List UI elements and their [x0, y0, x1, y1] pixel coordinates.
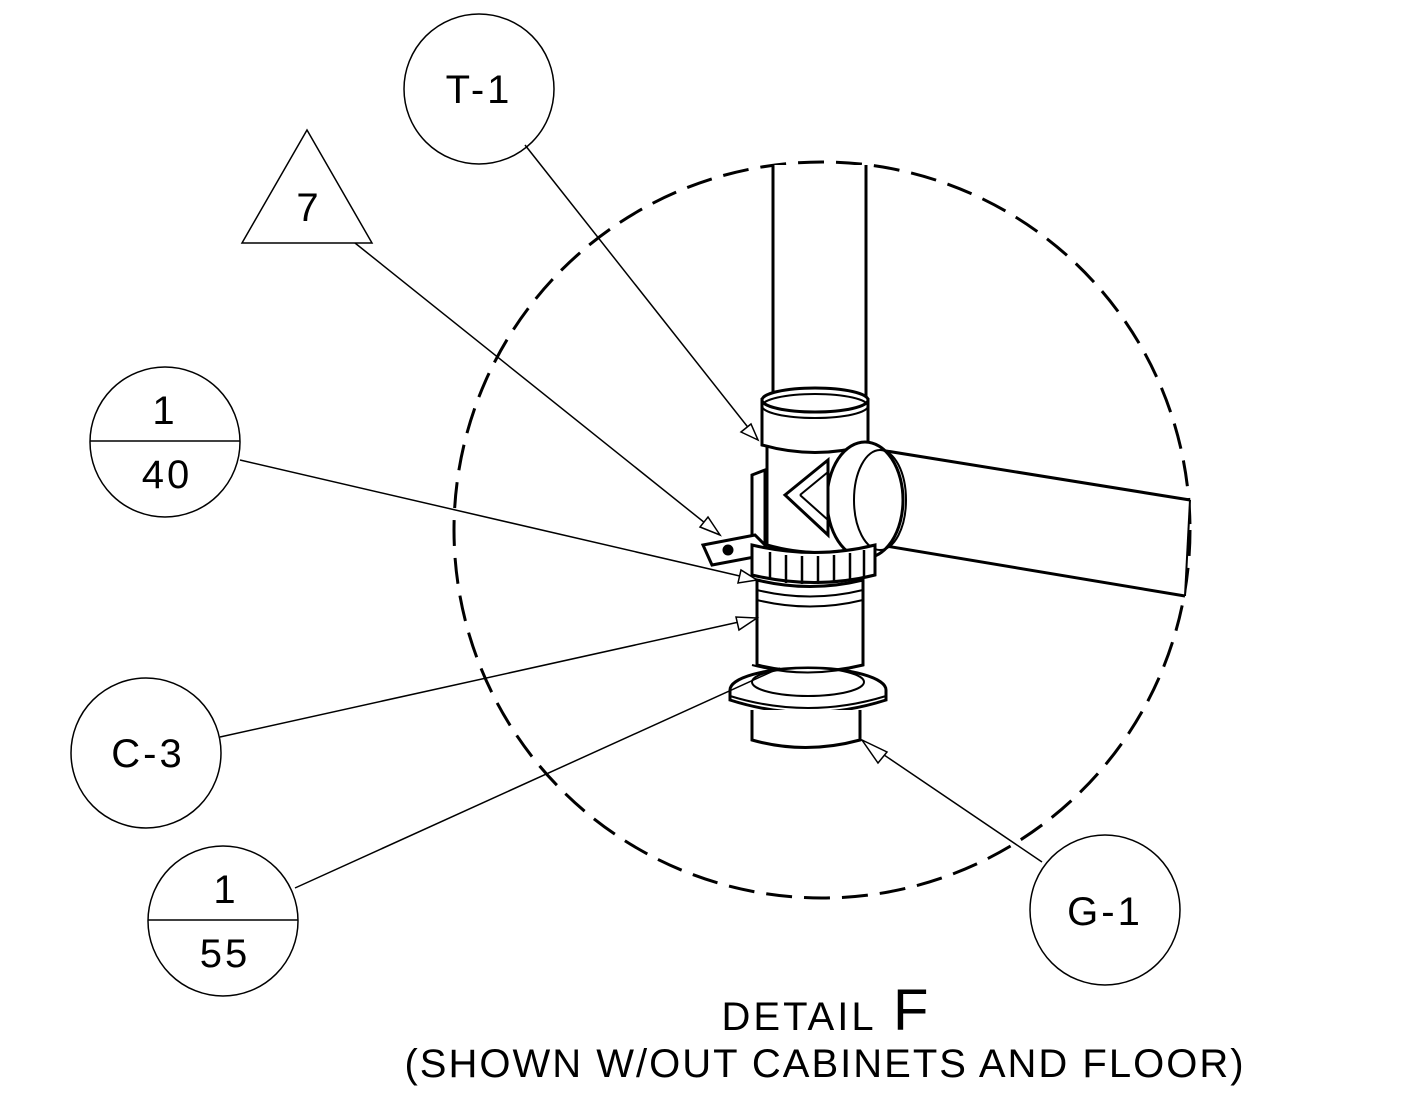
detail-title: DETAIL F	[722, 978, 929, 1043]
callout-detail-1-40-top: 1	[152, 389, 177, 433]
callout-triangle-7: 7	[240, 128, 374, 244]
callout-g1: G-1	[1029, 834, 1181, 986]
leader-1-55	[294, 667, 781, 889]
callout-c3: C-3	[70, 677, 222, 829]
callout-t1: T-1	[403, 13, 555, 165]
union-nut	[750, 543, 877, 584]
leader-7	[354, 242, 721, 536]
pipe-assembly	[700, 165, 1191, 749]
detail-note: (SHOWN W/OUT CABINETS AND FLOOR)	[404, 1042, 1245, 1086]
leader-lines	[219, 144, 1043, 889]
leader-c3	[219, 617, 758, 738]
callout-t1-label: T-1	[446, 68, 513, 112]
leader-t1	[524, 144, 759, 441]
callout-g1-label: G-1	[1067, 890, 1143, 934]
callout-detail-1-40-bottom: 40	[142, 453, 193, 497]
bottom-sleeve	[750, 710, 862, 749]
callout-detail-1-55-bottom: 55	[200, 932, 251, 976]
detail-title-word: DETAIL	[722, 995, 877, 1039]
callout-detail-1-40: 1 40	[89, 366, 241, 518]
callout-c3-label: C-3	[111, 732, 184, 776]
callout-detail-1-55-top: 1	[213, 868, 238, 912]
callout-triangle-label: 7	[296, 186, 321, 230]
leader-1-40	[239, 459, 758, 581]
horizontal-pipe	[860, 450, 1190, 596]
leader-g1	[861, 739, 1043, 863]
detail-boundary	[452, 160, 1192, 900]
union-nut-ribs	[768, 550, 866, 584]
vertical-pipe	[773, 165, 866, 415]
detail-title-letter: F	[893, 978, 928, 1043]
callout-detail-1-55: 1 55	[147, 845, 299, 997]
